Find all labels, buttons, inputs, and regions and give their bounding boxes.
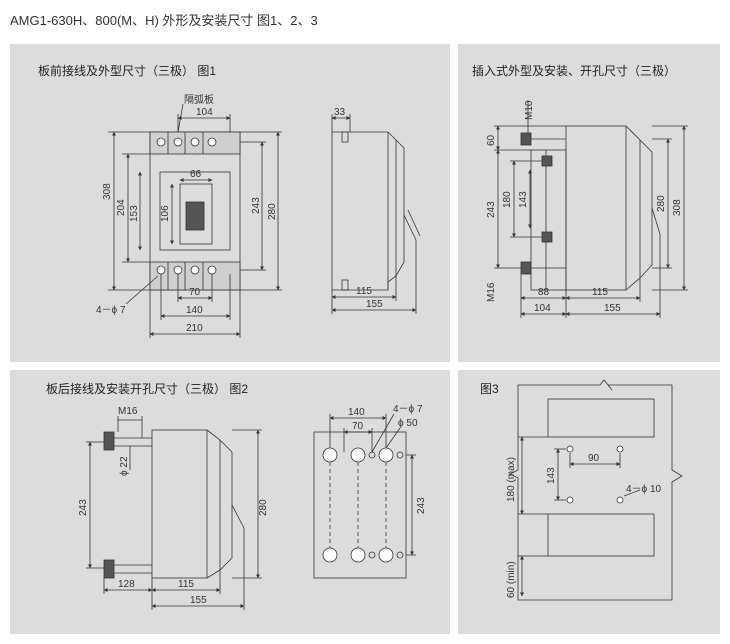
dim-280: 280 <box>656 195 667 212</box>
p2-plug-in-view <box>494 100 688 318</box>
panel-rear-wiring-title: 板后接线及安装开孔尺寸（三极） 图2 <box>46 382 249 396</box>
page-title: AMG1-630H、800(M、H) 外形及安装尺寸 图1、2、3 <box>10 13 318 28</box>
dim-143: 143 <box>518 191 529 208</box>
p1-front-dims <box>108 103 282 338</box>
dim-143: 143 <box>546 467 557 484</box>
p3-side-view <box>86 416 262 610</box>
dim-88: 88 <box>538 287 550 298</box>
dim-155: 155 <box>604 303 621 314</box>
panel-front-wiring-title: 板前接线及外型尺寸（三极） 图1 <box>38 64 217 78</box>
dim-243: 243 <box>251 197 262 214</box>
dim-128: 128 <box>118 579 135 590</box>
dim-153: 153 <box>129 205 140 222</box>
p1-front-view <box>149 131 241 291</box>
dim-210: 210 <box>186 323 203 334</box>
dim-280: 280 <box>258 499 269 516</box>
dim-243: 243 <box>78 499 89 516</box>
p1-side-view <box>331 114 421 314</box>
dim-115: 115 <box>356 286 372 297</box>
dim-106: 106 <box>160 205 171 222</box>
panel-cutout <box>458 370 720 634</box>
dim-hole-10: 4－ϕ 10 <box>626 484 662 495</box>
dim-155: 155 <box>366 299 383 310</box>
dim-115: 115 <box>592 287 608 298</box>
dim-104: 104 <box>534 303 551 314</box>
dim-155: 155 <box>190 595 207 606</box>
p4-cutout-view <box>509 379 683 601</box>
dim-66: 66 <box>190 169 202 180</box>
dim-180-max: 180 (max) <box>506 457 517 502</box>
panel-plug-in <box>458 44 720 362</box>
p2-labels: M10 60 243 180 143 M16 88 115 104 155 28… <box>486 100 683 314</box>
dim-m16: M16 <box>486 282 497 302</box>
p3-labels: M16 ϕ 22 243 128 115 155 280 140 70 4－ϕ … <box>78 404 427 606</box>
dim-33: 33 <box>334 107 346 118</box>
dim-hole-7: 4－ϕ 7 <box>393 404 423 415</box>
panel-plug-in-title: 插入式外型及安装、开孔尺寸（三极） <box>472 64 677 78</box>
dim-115: 115 <box>178 579 194 590</box>
dim-90: 90 <box>588 453 600 464</box>
dim-70: 70 <box>189 287 201 298</box>
dim-phi-22: ϕ 22 <box>119 456 130 476</box>
dim-60-min: 60 (min) <box>506 561 517 598</box>
dim-104: 104 <box>196 107 213 118</box>
p3-cutout-view <box>313 413 416 579</box>
dim-308: 308 <box>672 199 683 216</box>
dim-phi-50: ϕ 50 <box>398 418 418 429</box>
dim-m10: M10 <box>524 100 535 120</box>
dim-204: 204 <box>116 199 127 216</box>
dim-308: 308 <box>102 183 113 200</box>
dim-180: 180 <box>502 191 513 208</box>
panel-rear-wiring <box>10 370 450 634</box>
dim-243: 243 <box>486 201 497 218</box>
dim-60: 60 <box>486 134 497 146</box>
panel-cutout-title: 图3 <box>480 382 499 396</box>
dim-70: 70 <box>352 421 364 432</box>
dim-m16: M16 <box>118 406 138 417</box>
dim-243b: 243 <box>416 497 427 514</box>
barrier-label: 隔弧板 <box>184 93 214 106</box>
dim-140: 140 <box>186 305 203 316</box>
dim-280: 280 <box>267 203 278 220</box>
dim-hole-7: 4－ϕ 7 <box>96 305 126 316</box>
p1-labels: 隔弧板 104 308 204 153 66 106 243 280 70 14… <box>96 93 383 334</box>
p4-labels: 90 143 4－ϕ 10 180 (max) 60 (min) <box>506 453 662 598</box>
dim-140: 140 <box>348 407 365 418</box>
